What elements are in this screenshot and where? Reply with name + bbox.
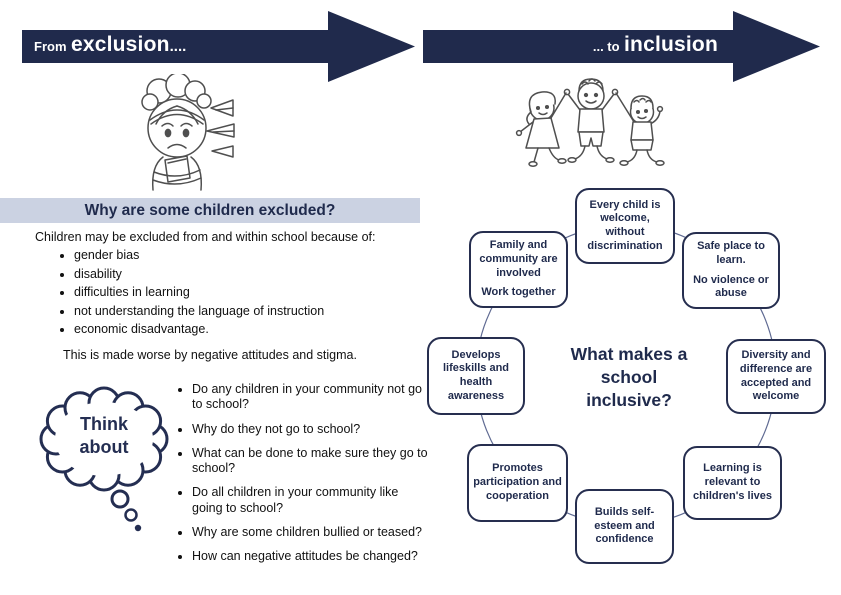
node-text: Family and community are involved	[479, 239, 558, 279]
node-text: Builds self-esteem and confidence	[594, 505, 655, 546]
question-item: How can negative attitudes be changed?	[192, 549, 428, 564]
diagram-node-participation: Promotes participation and cooperation	[467, 444, 568, 522]
diagram-node-learning-relevant: Learning is relevant to children's lives	[683, 446, 782, 520]
thought-bubble-icon	[39, 386, 169, 532]
list-item: not understanding the language of instru…	[74, 304, 414, 318]
node-text: Work together	[481, 286, 556, 299]
diagram-node-family-community: Family and community are involved Work t…	[469, 231, 568, 308]
node-text: No violence or abuse	[693, 273, 769, 300]
inclusion-arrow-icon	[423, 11, 820, 82]
arrow-emphasis: inclusion	[624, 33, 718, 56]
question-item: Do any children in your community not go…	[192, 382, 428, 413]
arrow-emphasis: exclusion	[70, 33, 170, 56]
node-text: Learning is relevant to children's lives	[692, 462, 773, 502]
exclusion-arrow-label: From exclusion....	[34, 32, 186, 59]
children-holding-hands-illustration	[515, 78, 665, 167]
arrow-prefix: ... to	[592, 39, 620, 54]
inclusion-arrow-label: ... to inclusion	[430, 32, 718, 59]
list-item: gender bias	[74, 248, 414, 262]
node-text: Every child is welcome, without discrimi…	[587, 198, 663, 252]
stigma-note: This is made worse by negative attitudes…	[63, 348, 357, 362]
think-about-label: Think about	[44, 413, 164, 459]
excluded-child-illustration	[141, 74, 235, 191]
node-text: Safe place to learn.	[697, 240, 765, 266]
list-item: economic disadvantage.	[74, 322, 414, 336]
section-heading: Why are some children excluded?	[0, 198, 420, 223]
node-text: Diversity and difference are accepted an…	[739, 349, 813, 403]
think-questions-list: Do any children in your community not go…	[176, 382, 428, 573]
diagram-node-safe-place: Safe place to learn. No violence or abus…	[682, 232, 780, 309]
diagram-node-self-esteem: Builds self-esteem and confidence	[575, 489, 674, 564]
arrow-prefix: From	[34, 39, 67, 54]
diagram-node-every-child-welcome: Every child is welcome, without discrimi…	[575, 188, 675, 264]
arrow-dots: ....	[169, 38, 187, 55]
diagram-center-question: What makes a school inclusive?	[570, 344, 688, 410]
question-item: Why are some children bullied or teased?	[192, 525, 428, 540]
think-line: Think	[80, 414, 128, 434]
exclusion-arrow-icon	[22, 11, 415, 82]
exclusion-reasons-list: gender bias disability difficulties in l…	[56, 248, 414, 341]
node-text: Develops lifeskills and health awareness	[442, 348, 510, 402]
list-item: disability	[74, 267, 414, 281]
exclusion-intro-text: Children may be excluded from and within…	[35, 230, 376, 244]
node-text: Promotes participation and cooperation	[473, 462, 562, 502]
list-item: difficulties in learning	[74, 285, 414, 299]
think-line: about	[79, 437, 129, 457]
question-item: Do all children in your community like g…	[192, 485, 428, 516]
diagram-node-diversity-welcome: Diversity and difference are accepted an…	[726, 339, 826, 414]
question-item: What can be done to make sure they go to…	[192, 446, 428, 477]
diagram-node-lifeskills: Develops lifeskills and health awareness	[427, 337, 525, 415]
question-item: Why do they not go to school?	[192, 422, 428, 437]
